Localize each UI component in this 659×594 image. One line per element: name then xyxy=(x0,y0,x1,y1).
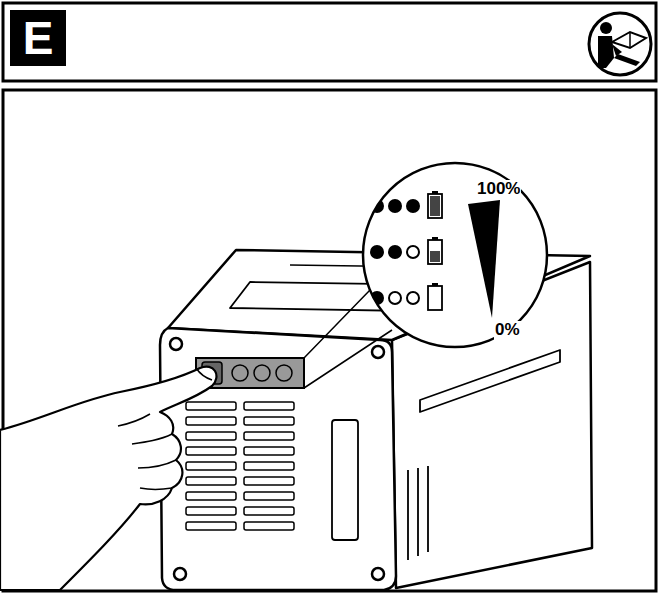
charge-level-magnifier xyxy=(363,163,547,347)
vent-slot xyxy=(244,432,294,440)
vent-slot xyxy=(186,417,236,425)
vent-slot xyxy=(244,417,294,425)
vent-slot xyxy=(244,492,294,500)
vent-slot xyxy=(186,462,236,470)
vent-slot xyxy=(186,507,236,515)
vent-slot xyxy=(244,522,294,530)
vent-slot xyxy=(244,447,294,455)
step-letter-box: E xyxy=(10,10,66,66)
vent-slot xyxy=(186,432,236,440)
step-letter: E xyxy=(23,15,54,61)
vent-slot xyxy=(186,447,236,455)
charge-percent: 0% xyxy=(494,321,521,340)
vent-slot xyxy=(244,507,294,515)
hand xyxy=(0,367,216,590)
vent-slot xyxy=(186,477,236,485)
vent-slot xyxy=(186,492,236,500)
read-manual-icon xyxy=(589,13,651,75)
header-frame xyxy=(3,3,656,81)
magnifier-leader xyxy=(304,290,392,388)
vent-slot xyxy=(186,522,236,530)
vent-slot xyxy=(186,402,236,410)
vent-slot xyxy=(244,402,294,410)
vent-slot xyxy=(244,477,294,485)
charge-percent: 100% xyxy=(476,180,521,199)
vent-slot xyxy=(244,462,294,470)
